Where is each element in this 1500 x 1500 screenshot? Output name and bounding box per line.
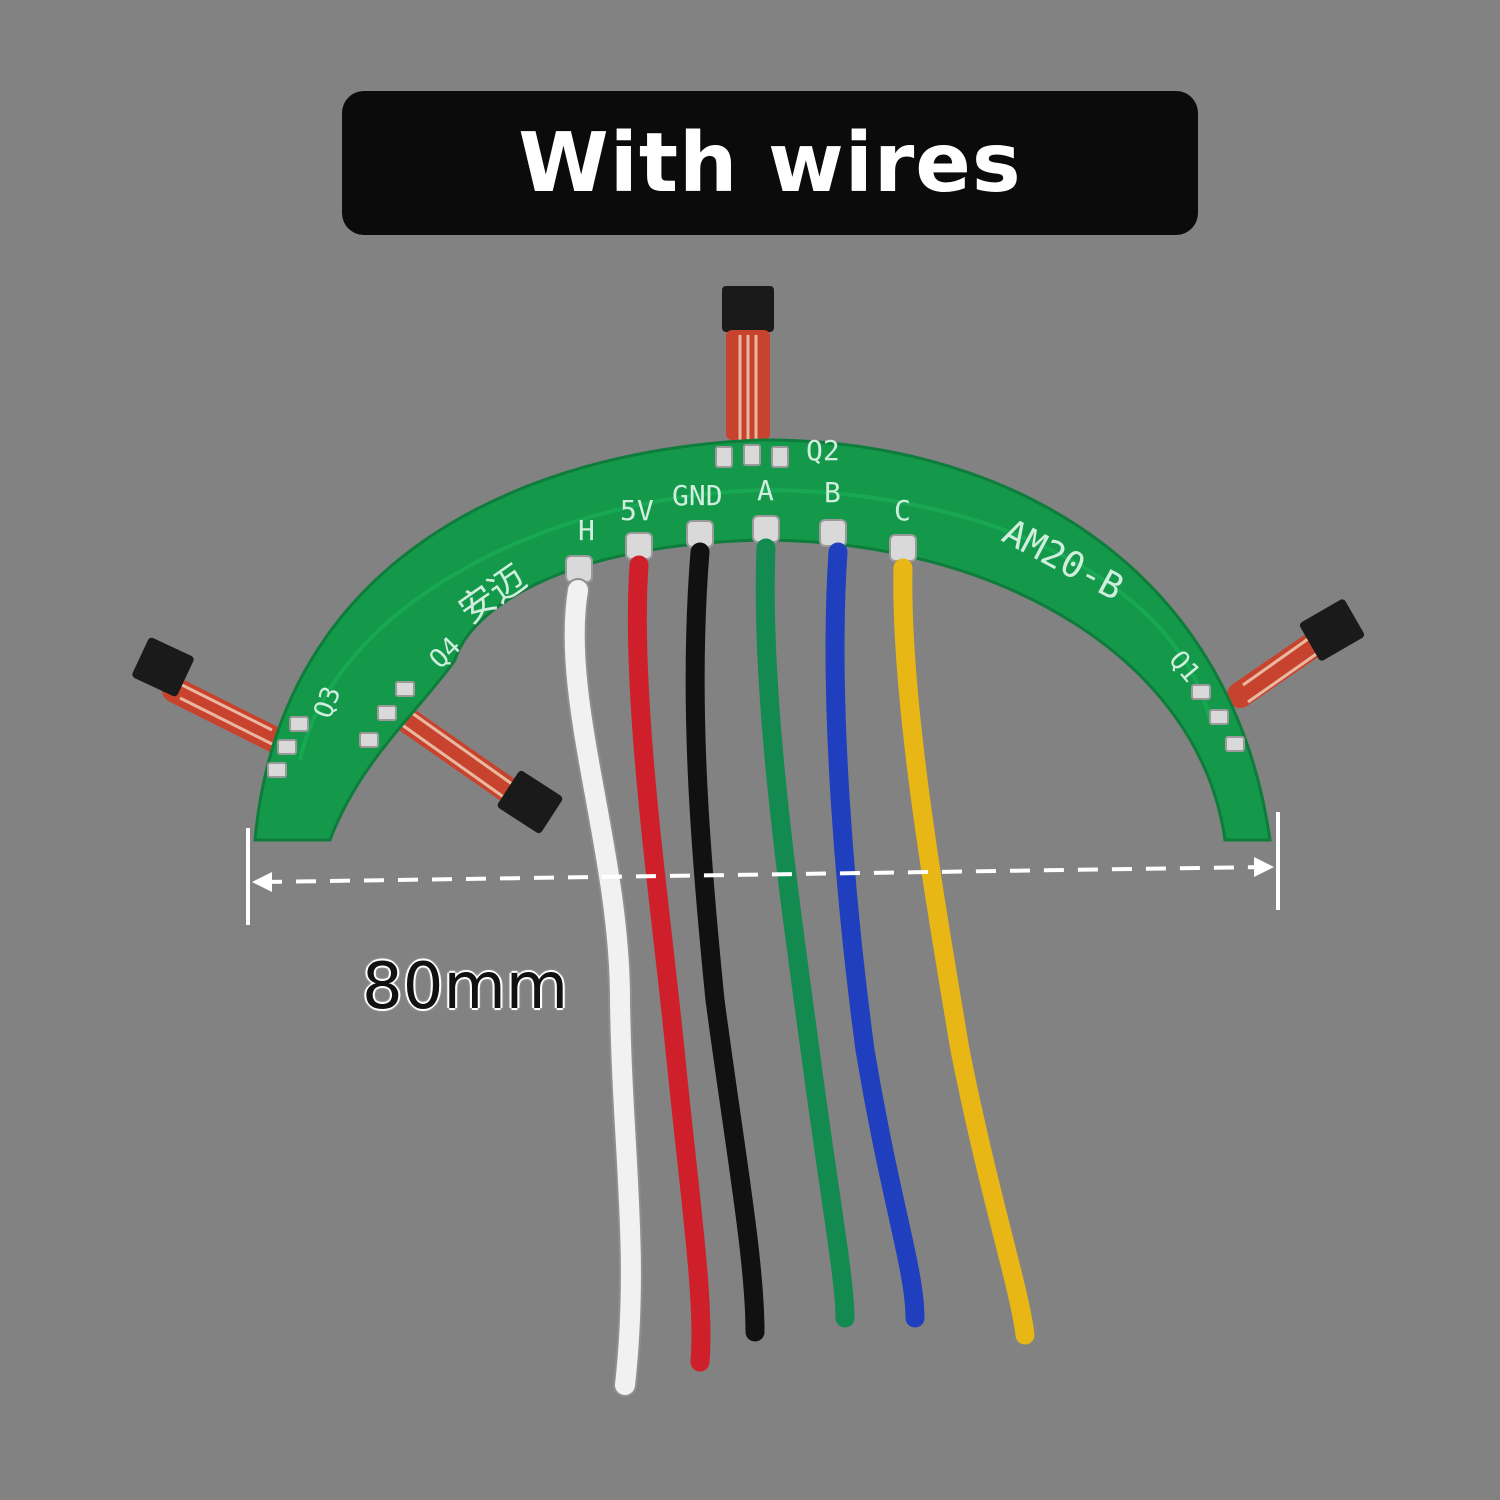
title-banner: With wires [342,91,1198,235]
title-text: With wires [518,115,1022,211]
wire-c [893,558,1035,1345]
wire-a [755,538,855,1328]
pin-label-gnd: GND [672,479,723,512]
hall-sensor-q1 [1227,599,1365,708]
dimension-indicator [246,812,1280,925]
sensor-label-q2: Q2 [806,434,840,467]
pcb-board [253,438,1272,842]
pin-label-b: B [824,476,841,509]
hall-sensor-q4 [387,702,563,834]
pin-label-a: A [757,474,774,507]
pin-label-c: C [894,494,911,527]
wire-bundle [562,538,1035,1397]
hall-sensor-q3 [132,637,288,753]
pin-label-h: H [578,514,595,547]
solder-pads [267,444,1245,778]
wire-5v [627,555,711,1372]
pin-label-5v: 5V [620,494,654,527]
wire-gnd [685,542,765,1342]
dimension-label: 80mm [362,950,569,1024]
hall-sensor-q2 [722,286,774,440]
wire-b [825,542,925,1328]
